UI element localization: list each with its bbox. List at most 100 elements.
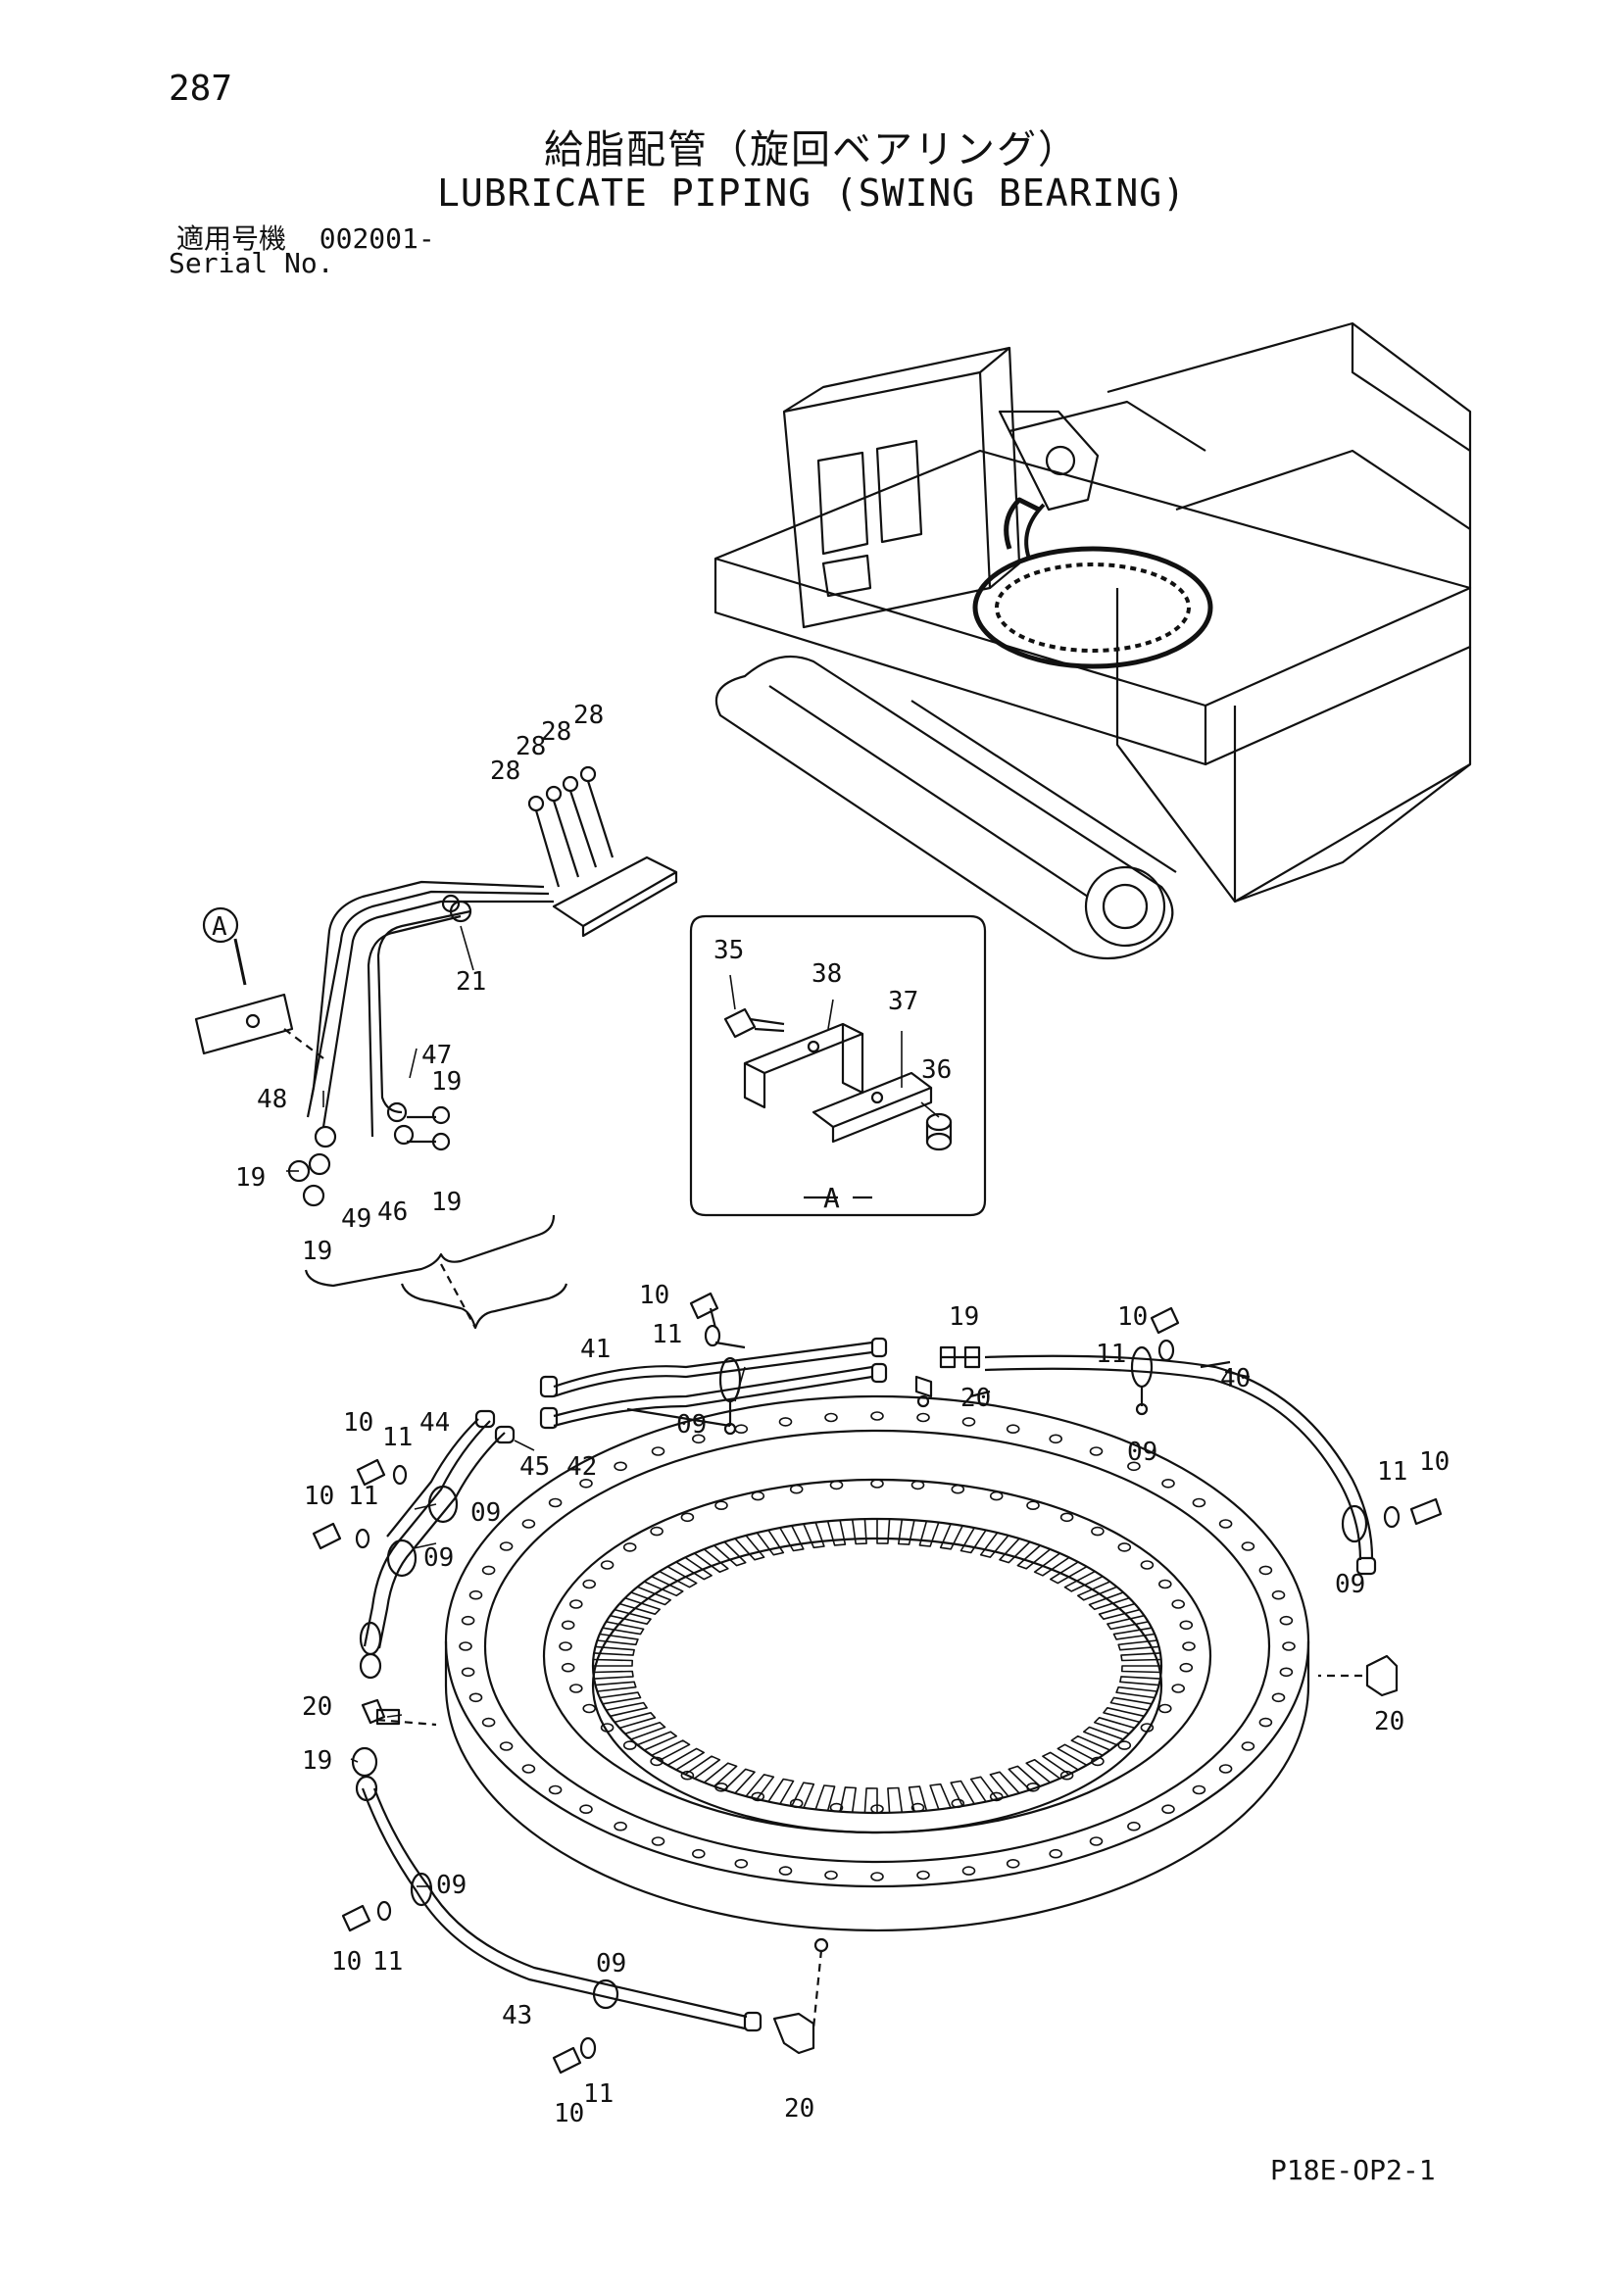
- bolt-hole: [1049, 1848, 1062, 1859]
- bolt-hole: [650, 1756, 664, 1767]
- bearing-pipes: [312, 1292, 1443, 2075]
- callout-42: 42: [566, 1452, 597, 1482]
- callout-49: 49: [341, 1204, 371, 1234]
- bolt-hole: [989, 1490, 1004, 1501]
- callout-09: 09: [470, 1498, 501, 1528]
- callout-28: 28: [490, 757, 520, 786]
- bolt-hole: [1158, 1703, 1172, 1714]
- callout-leaders: [286, 925, 1251, 1887]
- bolt-hole: [1279, 1615, 1294, 1626]
- callout-20: 20: [1374, 1707, 1404, 1736]
- callout-11: 11: [652, 1320, 682, 1349]
- bolt-hole: [614, 1461, 627, 1472]
- callout-37: 37: [888, 987, 918, 1016]
- bolt-hole: [1026, 1500, 1040, 1510]
- bolt-hole: [622, 1740, 637, 1750]
- callout-10: 10: [554, 2099, 584, 2128]
- bolt-hole: [568, 1599, 583, 1609]
- bolt-hole: [1192, 1497, 1206, 1508]
- bolt-hole: [1271, 1589, 1286, 1600]
- bolt-hole: [559, 1641, 572, 1651]
- callout-09: 09: [596, 1949, 626, 1978]
- bolt-hole: [1258, 1565, 1273, 1576]
- bolt-hole: [459, 1641, 472, 1651]
- callout-28: 28: [541, 717, 571, 747]
- bolt-hole: [961, 1866, 976, 1876]
- bolt-hole: [1059, 1512, 1074, 1523]
- excavator-drawing: [713, 321, 1472, 960]
- callout-45: 45: [519, 1452, 550, 1482]
- callout-09: 09: [423, 1543, 454, 1573]
- bolt-hole: [461, 1667, 475, 1678]
- bolt-hole: [1179, 1662, 1194, 1673]
- callout-10: 10: [639, 1281, 669, 1310]
- bolt-hole: [481, 1565, 496, 1576]
- bolt-hole: [468, 1589, 483, 1600]
- bolt-hole: [789, 1484, 804, 1494]
- serial-label-japanese: 適用号機: [176, 222, 287, 255]
- bolt-hole: [870, 1479, 884, 1489]
- bolt-hole: [680, 1770, 695, 1781]
- bolt-hole: [582, 1579, 597, 1589]
- bolt-hole: [650, 1526, 664, 1537]
- bolt-hole: [1282, 1641, 1296, 1651]
- bolt-hole: [1171, 1684, 1185, 1693]
- bolt-hole: [1258, 1717, 1273, 1728]
- callout-20: 20: [302, 1692, 332, 1722]
- callout-11: 11: [382, 1423, 413, 1452]
- bolt-hole: [680, 1512, 695, 1523]
- bolt-hole: [1026, 1783, 1040, 1792]
- callout-11: 11: [1377, 1457, 1407, 1487]
- title-english: LUBRICATE PIPING (SWING BEARING): [436, 171, 1187, 215]
- bolt-hole: [1161, 1479, 1175, 1489]
- bolt-hole: [870, 1804, 884, 1814]
- bolt-hole: [1158, 1579, 1172, 1589]
- bolt-holes: [459, 1411, 1296, 1881]
- bolt-hole: [870, 1411, 884, 1421]
- bolt-hole: [691, 1434, 706, 1444]
- callout-40: 40: [1220, 1364, 1251, 1393]
- callout-28: 28: [516, 732, 546, 761]
- page-number: 287: [169, 69, 233, 109]
- bolt-hole: [548, 1497, 563, 1508]
- detail-a-marker: A: [212, 912, 227, 942]
- bolt-hole: [691, 1848, 706, 1859]
- callout-11: 11: [1096, 1340, 1126, 1369]
- bolt-hole: [481, 1717, 496, 1728]
- bolt-hole: [461, 1615, 475, 1626]
- callout-labels: 28 28 28 28 21 47 48 19 19 19 19 49 46 3…: [235, 701, 1450, 2128]
- callout-09: 09: [1335, 1570, 1365, 1599]
- figure-code: P18E-OP2-1: [1270, 2154, 1436, 2186]
- bolt-hole: [600, 1560, 615, 1570]
- manifold-assembly: [194, 765, 678, 1330]
- bolt-hole: [499, 1741, 514, 1751]
- bolt-hole: [1140, 1560, 1155, 1570]
- bolt-hole: [951, 1484, 965, 1494]
- bolt-hole: [1089, 1446, 1104, 1456]
- bolt-hole: [1218, 1764, 1233, 1774]
- bolt-hole: [824, 1870, 838, 1881]
- bolt-hole: [1127, 1821, 1141, 1832]
- bolt-hole: [521, 1519, 536, 1529]
- detail-a-box: [689, 914, 987, 1217]
- bolt-hole: [468, 1692, 483, 1703]
- bolt-hole: [651, 1836, 665, 1846]
- callout-19: 19: [302, 1237, 332, 1266]
- bolt-hole: [751, 1791, 765, 1802]
- bolt-hole: [870, 1872, 884, 1881]
- bolt-hole: [1192, 1784, 1206, 1795]
- serial-label-english: Serial No.: [169, 247, 334, 279]
- callout-10: 10: [304, 1482, 334, 1511]
- bolt-hole: [714, 1500, 728, 1510]
- gear-teeth: [593, 1519, 1161, 1813]
- bolt-hole: [789, 1798, 804, 1809]
- callout-36: 36: [921, 1055, 952, 1085]
- bolt-hole: [824, 1412, 838, 1423]
- bolt-hole: [561, 1620, 575, 1631]
- callout-10: 10: [1117, 1302, 1148, 1332]
- bolt-hole: [829, 1480, 844, 1490]
- callout-19: 19: [302, 1746, 332, 1776]
- bolt-hole: [910, 1480, 925, 1490]
- swing-bearing-ring: [376, 1394, 1362, 2029]
- bolt-hole: [989, 1791, 1004, 1802]
